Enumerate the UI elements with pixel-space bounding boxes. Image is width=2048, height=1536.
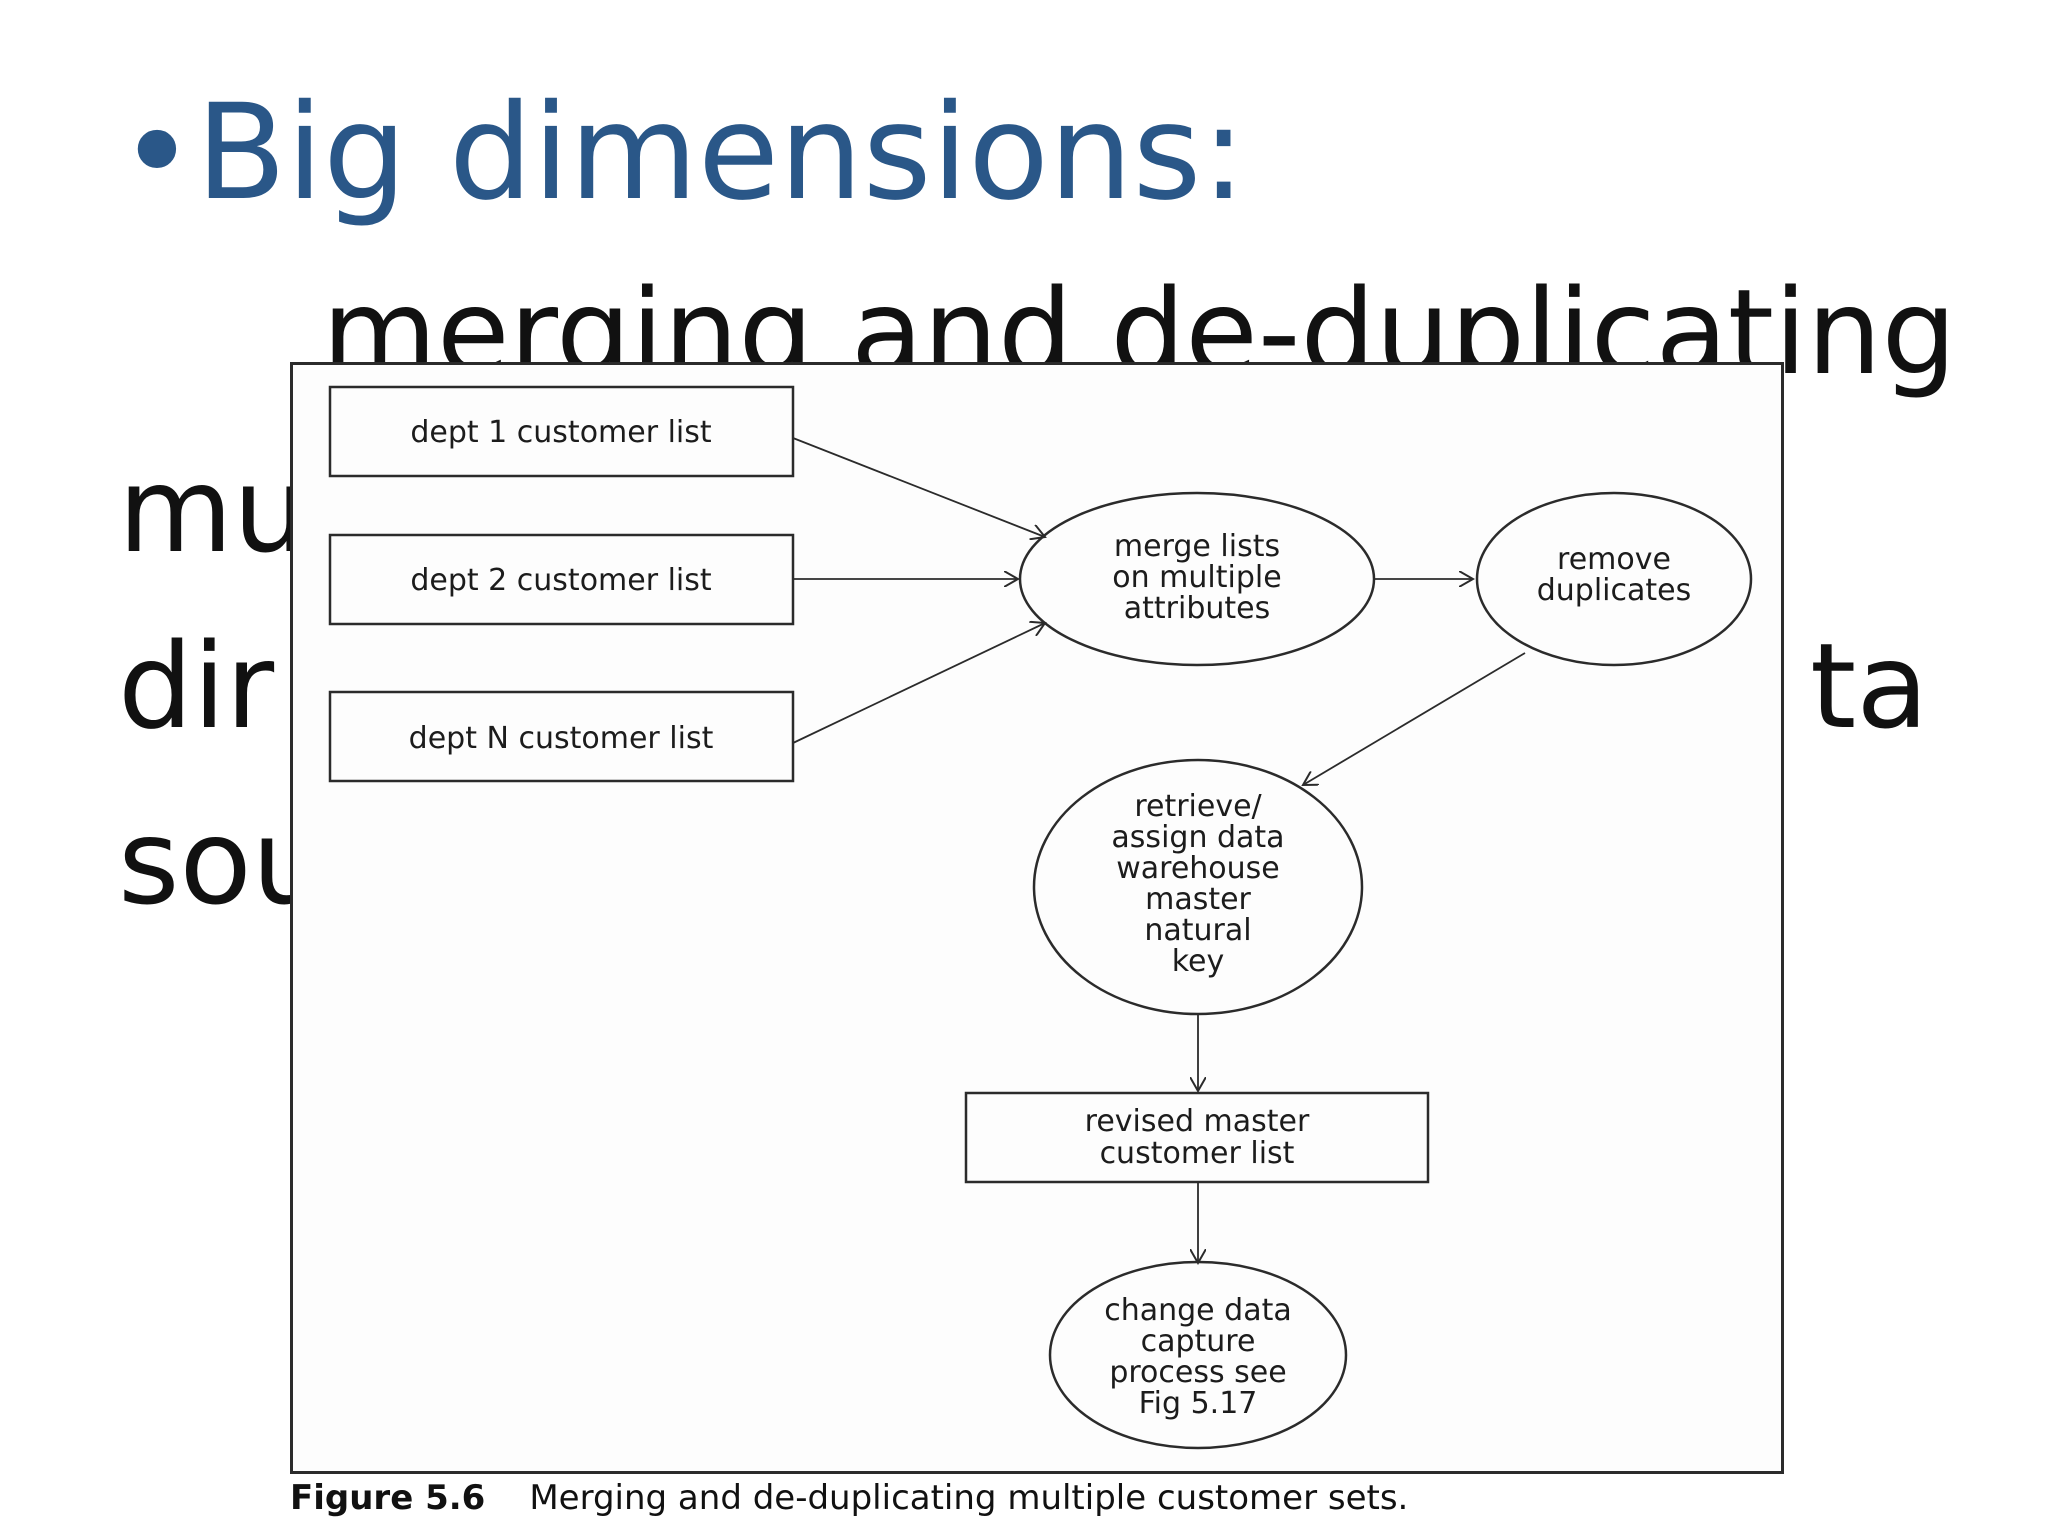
body-text-line-3-end: ta bbox=[1810, 617, 1929, 755]
revised-label-line-2: customer list bbox=[1100, 1136, 1295, 1171]
figure-panel: dept 1 customer list dept 2 customer lis… bbox=[290, 362, 1784, 1474]
flow-diagram: dept 1 customer list dept 2 customer lis… bbox=[328, 385, 1753, 1450]
input-box-dept-n: dept N customer list bbox=[328, 690, 795, 783]
retrieve-label-line-6: key bbox=[1172, 944, 1225, 979]
merge-label-line-3: attributes bbox=[1124, 591, 1270, 626]
retrieve-label-line-5: natural bbox=[1144, 913, 1251, 948]
figure-caption-text: Merging and de-duplicating multiple cust… bbox=[529, 1478, 1409, 1518]
retrieve-label-line-3: warehouse bbox=[1116, 851, 1280, 886]
change-label-line-1: change data bbox=[1104, 1293, 1292, 1328]
change-data-capture-node: change data capture process see Fig 5.17 bbox=[1048, 1260, 1348, 1450]
remove-label-line-2: duplicates bbox=[1537, 573, 1692, 608]
arrow-deptn-to-merge bbox=[792, 623, 1045, 744]
retrieve-label-line-2: assign data bbox=[1111, 820, 1284, 855]
merge-node: merge lists on multiple attributes bbox=[1018, 491, 1376, 667]
input-label-dept-1: dept 1 customer list bbox=[410, 415, 712, 450]
merge-label-line-1: merge lists bbox=[1114, 529, 1280, 564]
retrieve-label-line-4: master bbox=[1145, 882, 1251, 917]
remove-duplicates-node: remove duplicates bbox=[1475, 491, 1753, 667]
arrow-remove-to-retrieve bbox=[1303, 652, 1526, 785]
merge-label-line-2: on multiple bbox=[1112, 560, 1281, 595]
body-text-line-2: mu bbox=[118, 441, 308, 579]
change-label-line-2: capture bbox=[1141, 1324, 1256, 1359]
figure-caption-label: Figure 5.6 bbox=[290, 1478, 486, 1518]
input-label-dept-n: dept N customer list bbox=[409, 721, 714, 756]
retrieve-assign-node: retrieve/ assign data warehouse master n… bbox=[1032, 758, 1364, 1016]
change-label-line-4: Fig 5.17 bbox=[1139, 1386, 1258, 1421]
input-box-dept-2: dept 2 customer list bbox=[328, 533, 795, 626]
figure-caption: Figure 5.6 Merging and de-duplicating mul… bbox=[290, 1478, 1408, 1518]
remove-label-line-1: remove bbox=[1557, 542, 1671, 577]
input-box-dept-1: dept 1 customer list bbox=[328, 385, 795, 478]
change-label-line-3: process see bbox=[1109, 1355, 1286, 1390]
input-label-dept-2: dept 2 customer list bbox=[410, 563, 712, 598]
body-text-line-3: dir bbox=[118, 617, 275, 755]
revised-label-line-1: revised master bbox=[1085, 1104, 1310, 1139]
revised-master-box: revised master customer list bbox=[964, 1091, 1430, 1184]
slide-title: •Big dimensions: bbox=[118, 76, 1246, 230]
arrow-dept1-to-merge bbox=[792, 437, 1045, 537]
retrieve-label-line-1: retrieve/ bbox=[1134, 789, 1262, 824]
